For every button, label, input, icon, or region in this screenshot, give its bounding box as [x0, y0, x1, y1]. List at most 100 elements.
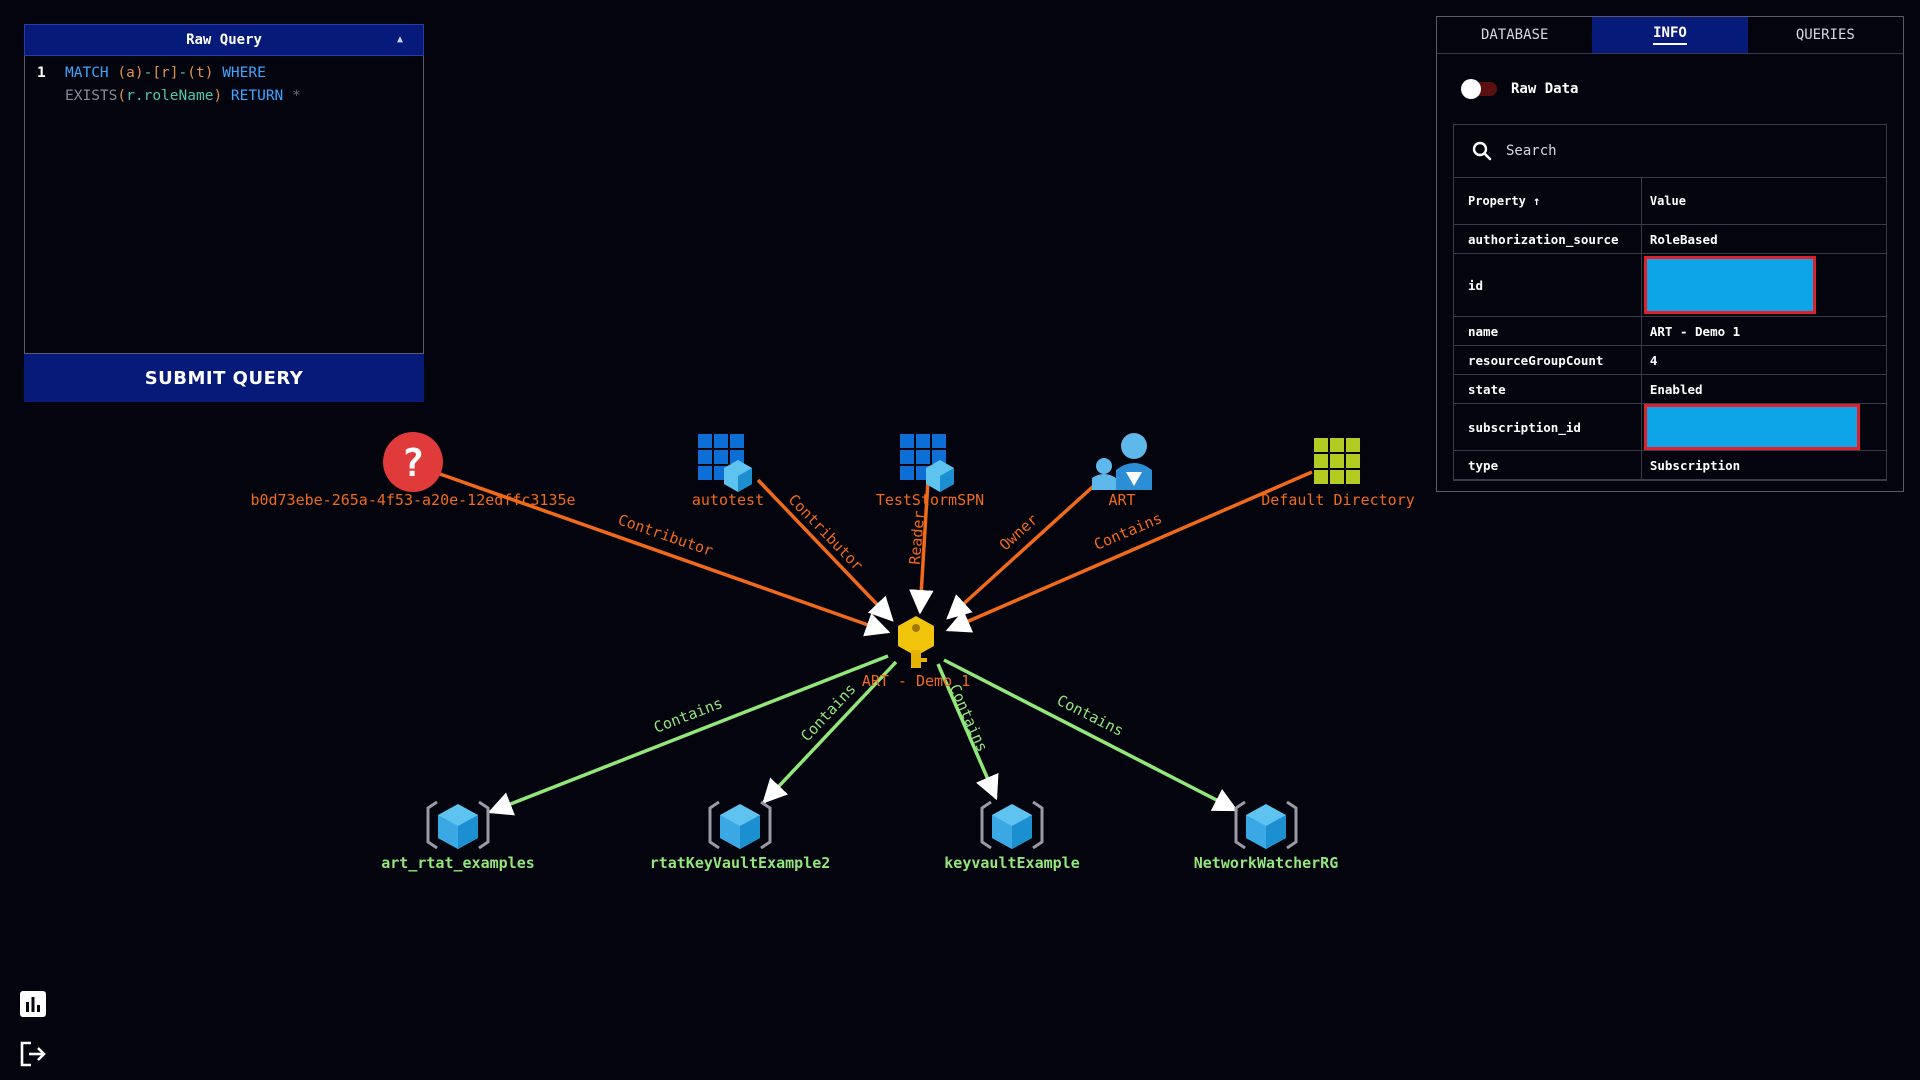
- column-header-property[interactable]: Property ↑: [1454, 178, 1642, 225]
- tab-info[interactable]: INFO: [1592, 17, 1748, 53]
- bar-chart-icon[interactable]: [19, 990, 47, 1018]
- code-token: RETURN: [230, 88, 284, 104]
- node-art-group[interactable]: ART: [1092, 433, 1152, 509]
- table-row: type Subscription: [1454, 450, 1886, 480]
- properties-table-container: Property ↑ Value authorization_source Ro…: [1453, 124, 1887, 481]
- search-bar: [1454, 125, 1886, 178]
- app-registration-icon: [900, 434, 954, 492]
- edge-label: Contains: [1054, 691, 1127, 740]
- info-panel: DATABASE INFO QUERIES Raw Data Property …: [1436, 16, 1904, 492]
- node-label: art_rtat_examples: [381, 854, 535, 872]
- node-art-rtat-examples[interactable]: art_rtat_examples: [381, 800, 535, 872]
- node-unknown[interactable]: ? b0d73ebe-265a-4f53-a20e-12edffc3135e: [250, 432, 576, 509]
- edge-label: Contains: [1091, 509, 1165, 554]
- table-row: name ART - Demo 1: [1454, 316, 1886, 346]
- node-label: b0d73ebe-265a-4f53-a20e-12edffc3135e: [250, 491, 575, 509]
- query-panel-header[interactable]: Raw Query ▲: [24, 24, 424, 56]
- value-cell: [1640, 403, 1886, 451]
- node-default-directory[interactable]: Default Directory: [1261, 438, 1415, 509]
- value-cell: Enabled: [1640, 374, 1886, 404]
- edge-contains-networkwatcher[interactable]: Contains: [943, 658, 1239, 812]
- tab-queries[interactable]: QUERIES: [1748, 17, 1903, 53]
- node-label: Default Directory: [1261, 491, 1415, 509]
- node-label: NetworkWatcherRG: [1194, 854, 1339, 872]
- node-keyvaultexample[interactable]: keyvaultExample: [944, 800, 1080, 872]
- code-token: [r]: [152, 65, 179, 81]
- edge-contributor-2[interactable]: Contributor: [756, 478, 894, 622]
- properties-table: Property ↑ Value authorization_source Ro…: [1454, 178, 1886, 480]
- value-cell: ART - Demo 1: [1640, 316, 1886, 346]
- edge-label: Contains: [946, 681, 992, 754]
- resource-group-icon: [980, 800, 1044, 850]
- edge-label: Owner: [996, 510, 1042, 554]
- tab-database[interactable]: DATABASE: [1437, 17, 1592, 53]
- code-line: EXISTS(r.roleName) RETURN *: [33, 85, 415, 108]
- code-token: r.roleName: [126, 88, 214, 104]
- resource-group-icon: [708, 800, 772, 850]
- column-header-value[interactable]: Value: [1640, 178, 1886, 225]
- node-networkwatcherrg[interactable]: NetworkWatcherRG: [1194, 800, 1339, 872]
- code-token: -: [143, 65, 153, 81]
- code-token: *: [292, 88, 301, 104]
- tab-label: QUERIES: [1795, 27, 1855, 43]
- raw-data-toggle[interactable]: [1461, 79, 1497, 99]
- table-row: subscription_id: [1454, 403, 1886, 451]
- property-cell: id: [1454, 253, 1642, 317]
- code-token: -: [178, 65, 188, 81]
- app-registration-icon: [698, 434, 752, 492]
- value-cell: RoleBased: [1640, 224, 1886, 254]
- search-icon: [1472, 141, 1492, 161]
- node-teststormspn[interactable]: TestStormSPN: [876, 434, 984, 509]
- value-cell: [1640, 253, 1886, 317]
- resource-group-icon: [1234, 800, 1298, 850]
- code-token: MATCH: [65, 65, 109, 81]
- query-editor[interactable]: 1 MATCH (a)-[r]-(t) WHERE EXISTS(r.roleN…: [24, 56, 424, 354]
- query-panel-title: Raw Query: [186, 32, 262, 48]
- value-cell: Subscription: [1640, 450, 1886, 480]
- node-label: autotest: [692, 491, 764, 509]
- edge-label: Reader: [906, 510, 929, 566]
- edge-reader[interactable]: Reader: [906, 479, 934, 615]
- raw-data-row: Raw Data: [1437, 54, 1903, 124]
- key-icon: [898, 616, 934, 668]
- node-label: rtatKeyVaultExample2: [650, 854, 831, 872]
- code-token: (t): [187, 65, 214, 81]
- node-rtatkeyvaultexample2[interactable]: rtatKeyVaultExample2: [650, 800, 831, 872]
- collapse-caret-icon[interactable]: ▲: [396, 34, 403, 45]
- query-panel: Raw Query ▲ 1 MATCH (a)-[r]-(t) WHERE EX…: [24, 24, 424, 402]
- code-token: ): [213, 88, 223, 104]
- code-token: EXISTS: [65, 88, 118, 104]
- code-token: WHERE: [222, 65, 266, 81]
- property-cell: name: [1454, 316, 1642, 346]
- tab-label: INFO: [1653, 25, 1687, 45]
- property-cell: subscription_id: [1454, 403, 1642, 451]
- property-cell: authorization_source: [1454, 224, 1642, 254]
- table-row: resourceGroupCount 4: [1454, 345, 1886, 375]
- redacted-value-box: [1643, 256, 1816, 314]
- line-number: 1: [37, 65, 46, 81]
- node-label: keyvaultExample: [944, 854, 1079, 872]
- code-token: (: [117, 88, 127, 104]
- node-label: ART: [1108, 491, 1135, 509]
- search-input[interactable]: [1504, 142, 1808, 160]
- logout-icon[interactable]: [19, 1040, 47, 1068]
- raw-data-label: Raw Data: [1511, 81, 1579, 97]
- node-autotest[interactable]: autotest: [692, 434, 764, 509]
- users-icon: [1092, 433, 1152, 490]
- code-token: (a): [117, 65, 144, 81]
- table-row: authorization_source RoleBased: [1454, 224, 1886, 254]
- table-row: id: [1454, 253, 1886, 317]
- property-cell: type: [1454, 450, 1642, 480]
- submit-query-button[interactable]: SUBMIT QUERY: [24, 354, 424, 402]
- unknown-icon: ?: [383, 432, 443, 492]
- code-line: 1 MATCH (a)-[r]-(t) WHERE: [33, 62, 415, 85]
- node-center-subscription[interactable]: ART - Demo 1: [862, 616, 970, 690]
- edge-label: Contains: [651, 694, 725, 737]
- edge-label: Contributor: [785, 491, 867, 575]
- svg-text:?: ?: [402, 441, 425, 485]
- resource-group-icon: [426, 800, 490, 850]
- directory-icon: [1314, 438, 1360, 484]
- tab-bar: DATABASE INFO QUERIES: [1437, 17, 1903, 54]
- property-cell: resourceGroupCount: [1454, 345, 1642, 375]
